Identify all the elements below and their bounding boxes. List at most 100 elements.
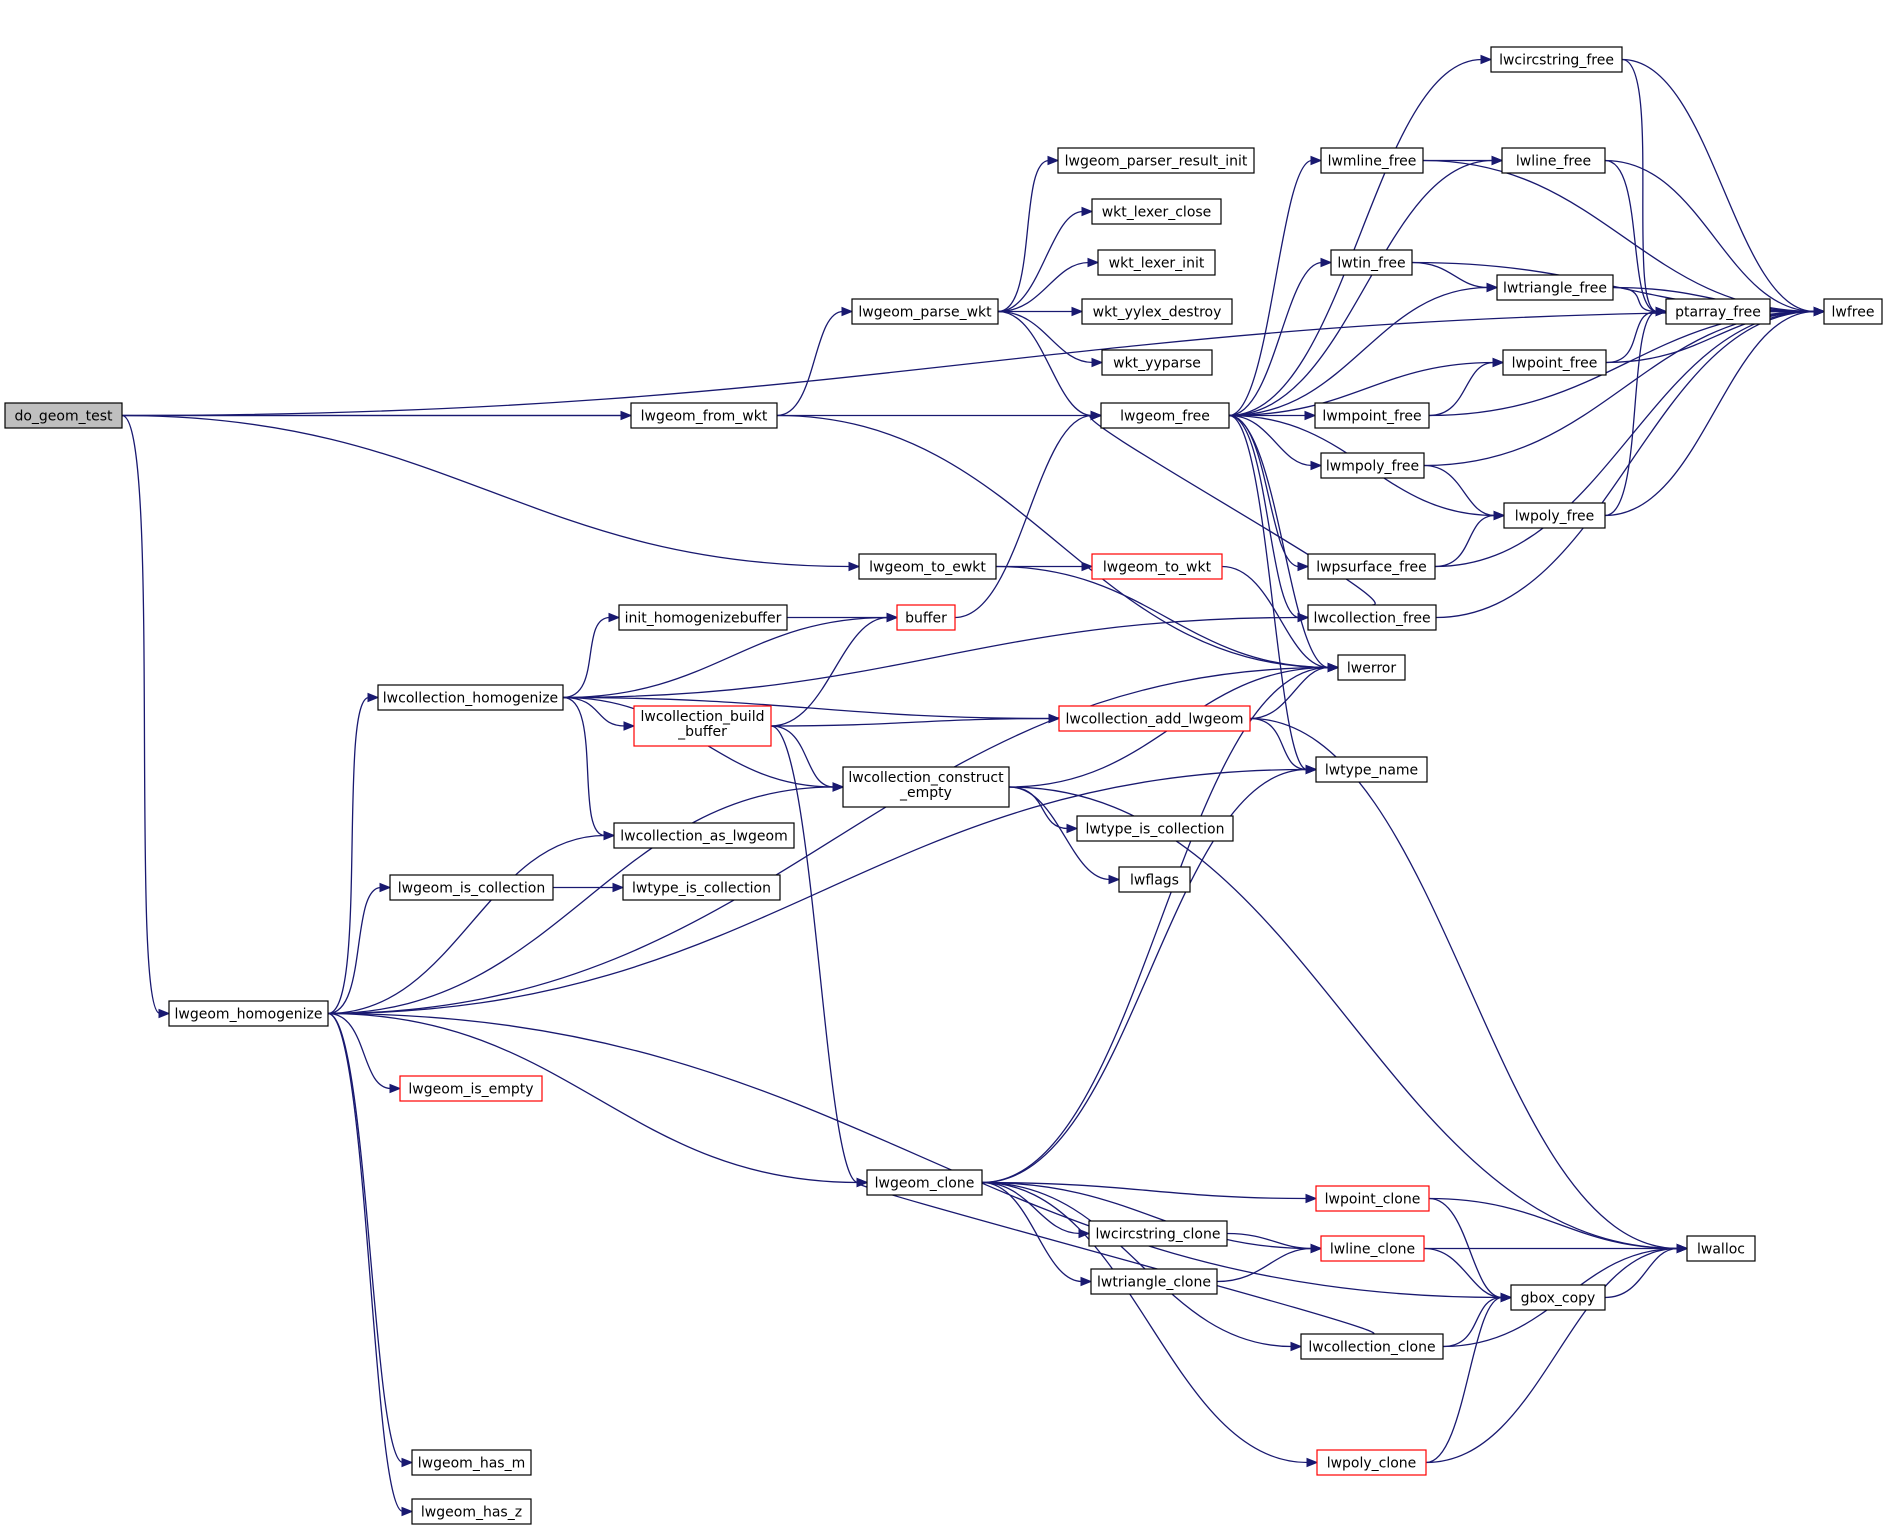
edge-lwgeom-homogenize-to-lwgeom-has-m	[327, 1012, 414, 1468]
node-lwpoint-free[interactable]: lwpoint_free	[1502, 349, 1607, 376]
node-box	[1315, 756, 1428, 783]
node-lwgeom-has-m[interactable]: lwgeom_has_m	[411, 1449, 532, 1476]
node-lwmline-free[interactable]: lwmline_free	[1320, 147, 1424, 174]
node-lwalloc[interactable]: lwalloc	[1686, 1235, 1756, 1262]
edge-path	[1249, 717, 1308, 771]
edge-path	[327, 1012, 404, 1513]
node-label: lwtype_is_collection	[1086, 822, 1225, 838]
node-lwpoint-clone[interactable]: lwpoint_clone	[1315, 1185, 1430, 1212]
node-init-homogenizebuffer[interactable]: init_homogenizebuffer	[618, 604, 788, 631]
node-lwgeom-is-collection[interactable]: lwgeom_is_collection	[389, 874, 554, 901]
node-lwcollection-clone[interactable]: lwcollection_clone	[1300, 1333, 1444, 1360]
node-box	[1320, 452, 1425, 479]
node-do-geom-test[interactable]: do_geom_test	[4, 402, 123, 429]
node-wkt-lexer-close[interactable]: wkt_lexer_close	[1091, 198, 1222, 225]
node-wkt-yyparse[interactable]: wkt_yyparse	[1101, 349, 1213, 376]
node-lwcircstring-free[interactable]: lwcircstring_free	[1490, 46, 1623, 73]
node-box	[1665, 298, 1771, 325]
node-label: lwgeom_to_ewkt	[869, 560, 986, 576]
edge-path	[1621, 58, 1658, 313]
node-lwpsurface-free[interactable]: lwpsurface_free	[1307, 553, 1436, 580]
edge-path	[1226, 1232, 1313, 1250]
arrowhead	[158, 1008, 171, 1019]
edge-path	[1008, 786, 1111, 881]
node-lwgeom-from-wkt[interactable]: lwgeom_from_wkt	[630, 402, 778, 429]
node-lwcollection-as-lwgeom[interactable]: lwcollection_as_lwgeom	[613, 822, 795, 849]
node-lwline-clone[interactable]: lwline_clone	[1320, 1235, 1425, 1262]
node-lwcollection-add-lwgeom[interactable]: lwcollection_add_lwgeom	[1058, 705, 1251, 732]
edge-lwmpoly-free-to-lwpoly-free	[1423, 464, 1506, 521]
edge-lwline-free-to-ptarray-free	[1604, 159, 1668, 317]
node-label: wkt_yyparse	[1113, 356, 1201, 372]
node-lwpoly-free[interactable]: lwpoly_free	[1503, 502, 1606, 529]
node-wkt-yylex-destroy[interactable]: wkt_yylex_destroy	[1081, 298, 1233, 325]
edge-lwtriangle-clone-to-lwline-clone	[1216, 1243, 1323, 1283]
node-lwgeom-free[interactable]: lwgeom_free	[1100, 402, 1230, 429]
node-lwgeom-clone[interactable]: lwgeom_clone	[866, 1169, 983, 1196]
edge-path	[121, 310, 1816, 417]
edge-path	[327, 886, 382, 1015]
node-label: lwcircstring_clone	[1096, 1227, 1221, 1243]
node-lwflags[interactable]: lwflags	[1118, 866, 1191, 893]
node-lwgeom-to-wkt[interactable]: lwgeom_to_wkt	[1091, 553, 1223, 580]
node-buffer[interactable]: buffer	[896, 604, 956, 631]
node-ptarray-free[interactable]: ptarray_free	[1665, 298, 1771, 325]
node-lwerror[interactable]: lwerror	[1337, 654, 1406, 681]
edge-path	[1228, 286, 1489, 417]
node-lwmpoint-free[interactable]: lwmpoint_free	[1314, 402, 1430, 429]
arrowhead	[1500, 1292, 1513, 1303]
node-label: lwerror	[1347, 661, 1396, 677]
node-label: ptarray_free	[1675, 305, 1761, 321]
node-lwtype-is-collection-b[interactable]: lwtype_is_collection	[622, 874, 781, 901]
node-lwgeom-is-empty[interactable]: lwgeom_is_empty	[399, 1075, 543, 1102]
node-box	[630, 402, 778, 429]
node-lwgeom-to-ewkt[interactable]: lwgeom_to_ewkt	[858, 553, 997, 580]
node-lwline-free[interactable]: lwline_free	[1501, 147, 1606, 174]
edge-lwgeom-free-to-lwcircstring-free	[1228, 54, 1493, 417]
edge-lwgeom-parse-wkt-to-wkt-lexer-close	[997, 206, 1094, 313]
node-label: lwflags	[1130, 873, 1179, 889]
node-lwtype-is-collection-a[interactable]: lwtype_is_collection	[1076, 815, 1234, 842]
edge-lwcollection-homogenize-to-lwcollection-free	[562, 612, 1310, 699]
node-gbox-copy[interactable]: gbox_copy	[1510, 1284, 1606, 1311]
node-lwtin-free[interactable]: lwtin_free	[1330, 249, 1413, 276]
node-lwcollection-build-buffer[interactable]: lwcollection_build_buffer	[633, 705, 772, 747]
node-label: wkt_lexer_close	[1102, 205, 1212, 221]
node-lwtype-name[interactable]: lwtype_name	[1315, 756, 1428, 783]
edge-lwgeom-homogenize-to-lwgeom-has-z	[327, 1012, 414, 1517]
edge-lwline-free-to-lwfree	[1604, 159, 1826, 317]
edge-path	[1228, 414, 1313, 467]
node-wkt-lexer-init[interactable]: wkt_lexer_init	[1097, 249, 1216, 276]
node-lwcollection-construct-empty[interactable]: lwcollection_construct_empty	[842, 766, 1010, 808]
node-label: lwgeom_clone	[875, 1176, 975, 1192]
node-lwgeom-parse-wkt[interactable]: lwgeom_parse_wkt	[851, 298, 999, 325]
node-label: lwtin_free	[1337, 256, 1405, 272]
edge-path	[1249, 666, 1330, 720]
edge-lwcollection-construct-empty-to-lwtype-is-collection-a	[1008, 786, 1079, 834]
node-label: lwgeom_parse_wkt	[858, 305, 992, 321]
node-lwpoly-clone[interactable]: lwpoly_clone	[1316, 1449, 1427, 1476]
arrowhead	[1090, 410, 1103, 421]
node-box	[1090, 1268, 1218, 1295]
node-box	[633, 705, 772, 747]
edge-path	[1228, 261, 1323, 417]
node-label: lwfree	[1832, 305, 1875, 321]
node-lwcollection-homogenize[interactable]: lwcollection_homogenize	[377, 684, 564, 711]
arrowhead	[1071, 306, 1084, 317]
node-lwgeom-has-z[interactable]: lwgeom_has_z	[411, 1498, 532, 1525]
node-box	[1320, 1235, 1425, 1262]
node-lwfree[interactable]: lwfree	[1823, 298, 1883, 325]
node-box	[1118, 866, 1191, 893]
node-lwtriangle-clone[interactable]: lwtriangle_clone	[1090, 1268, 1218, 1295]
edge-path	[1008, 786, 1069, 830]
node-lwgeom-homogenize[interactable]: lwgeom_homogenize	[168, 1000, 329, 1027]
edge-lwcircstring-free-to-lwfree	[1621, 58, 1826, 317]
node-lwmpoly-free[interactable]: lwmpoly_free	[1320, 452, 1425, 479]
node-lwcircstring-clone[interactable]: lwcircstring_clone	[1088, 1220, 1228, 1247]
edge-path	[327, 1012, 859, 1184]
node-lwcollection-free[interactable]: lwcollection_free	[1307, 604, 1437, 631]
edge-path	[562, 616, 611, 699]
node-lwtriangle-free[interactable]: lwtriangle_free	[1496, 274, 1614, 301]
node-lwgeom-parser-result-init[interactable]: lwgeom_parser_result_init	[1057, 147, 1255, 174]
edge-path	[1423, 464, 1496, 517]
